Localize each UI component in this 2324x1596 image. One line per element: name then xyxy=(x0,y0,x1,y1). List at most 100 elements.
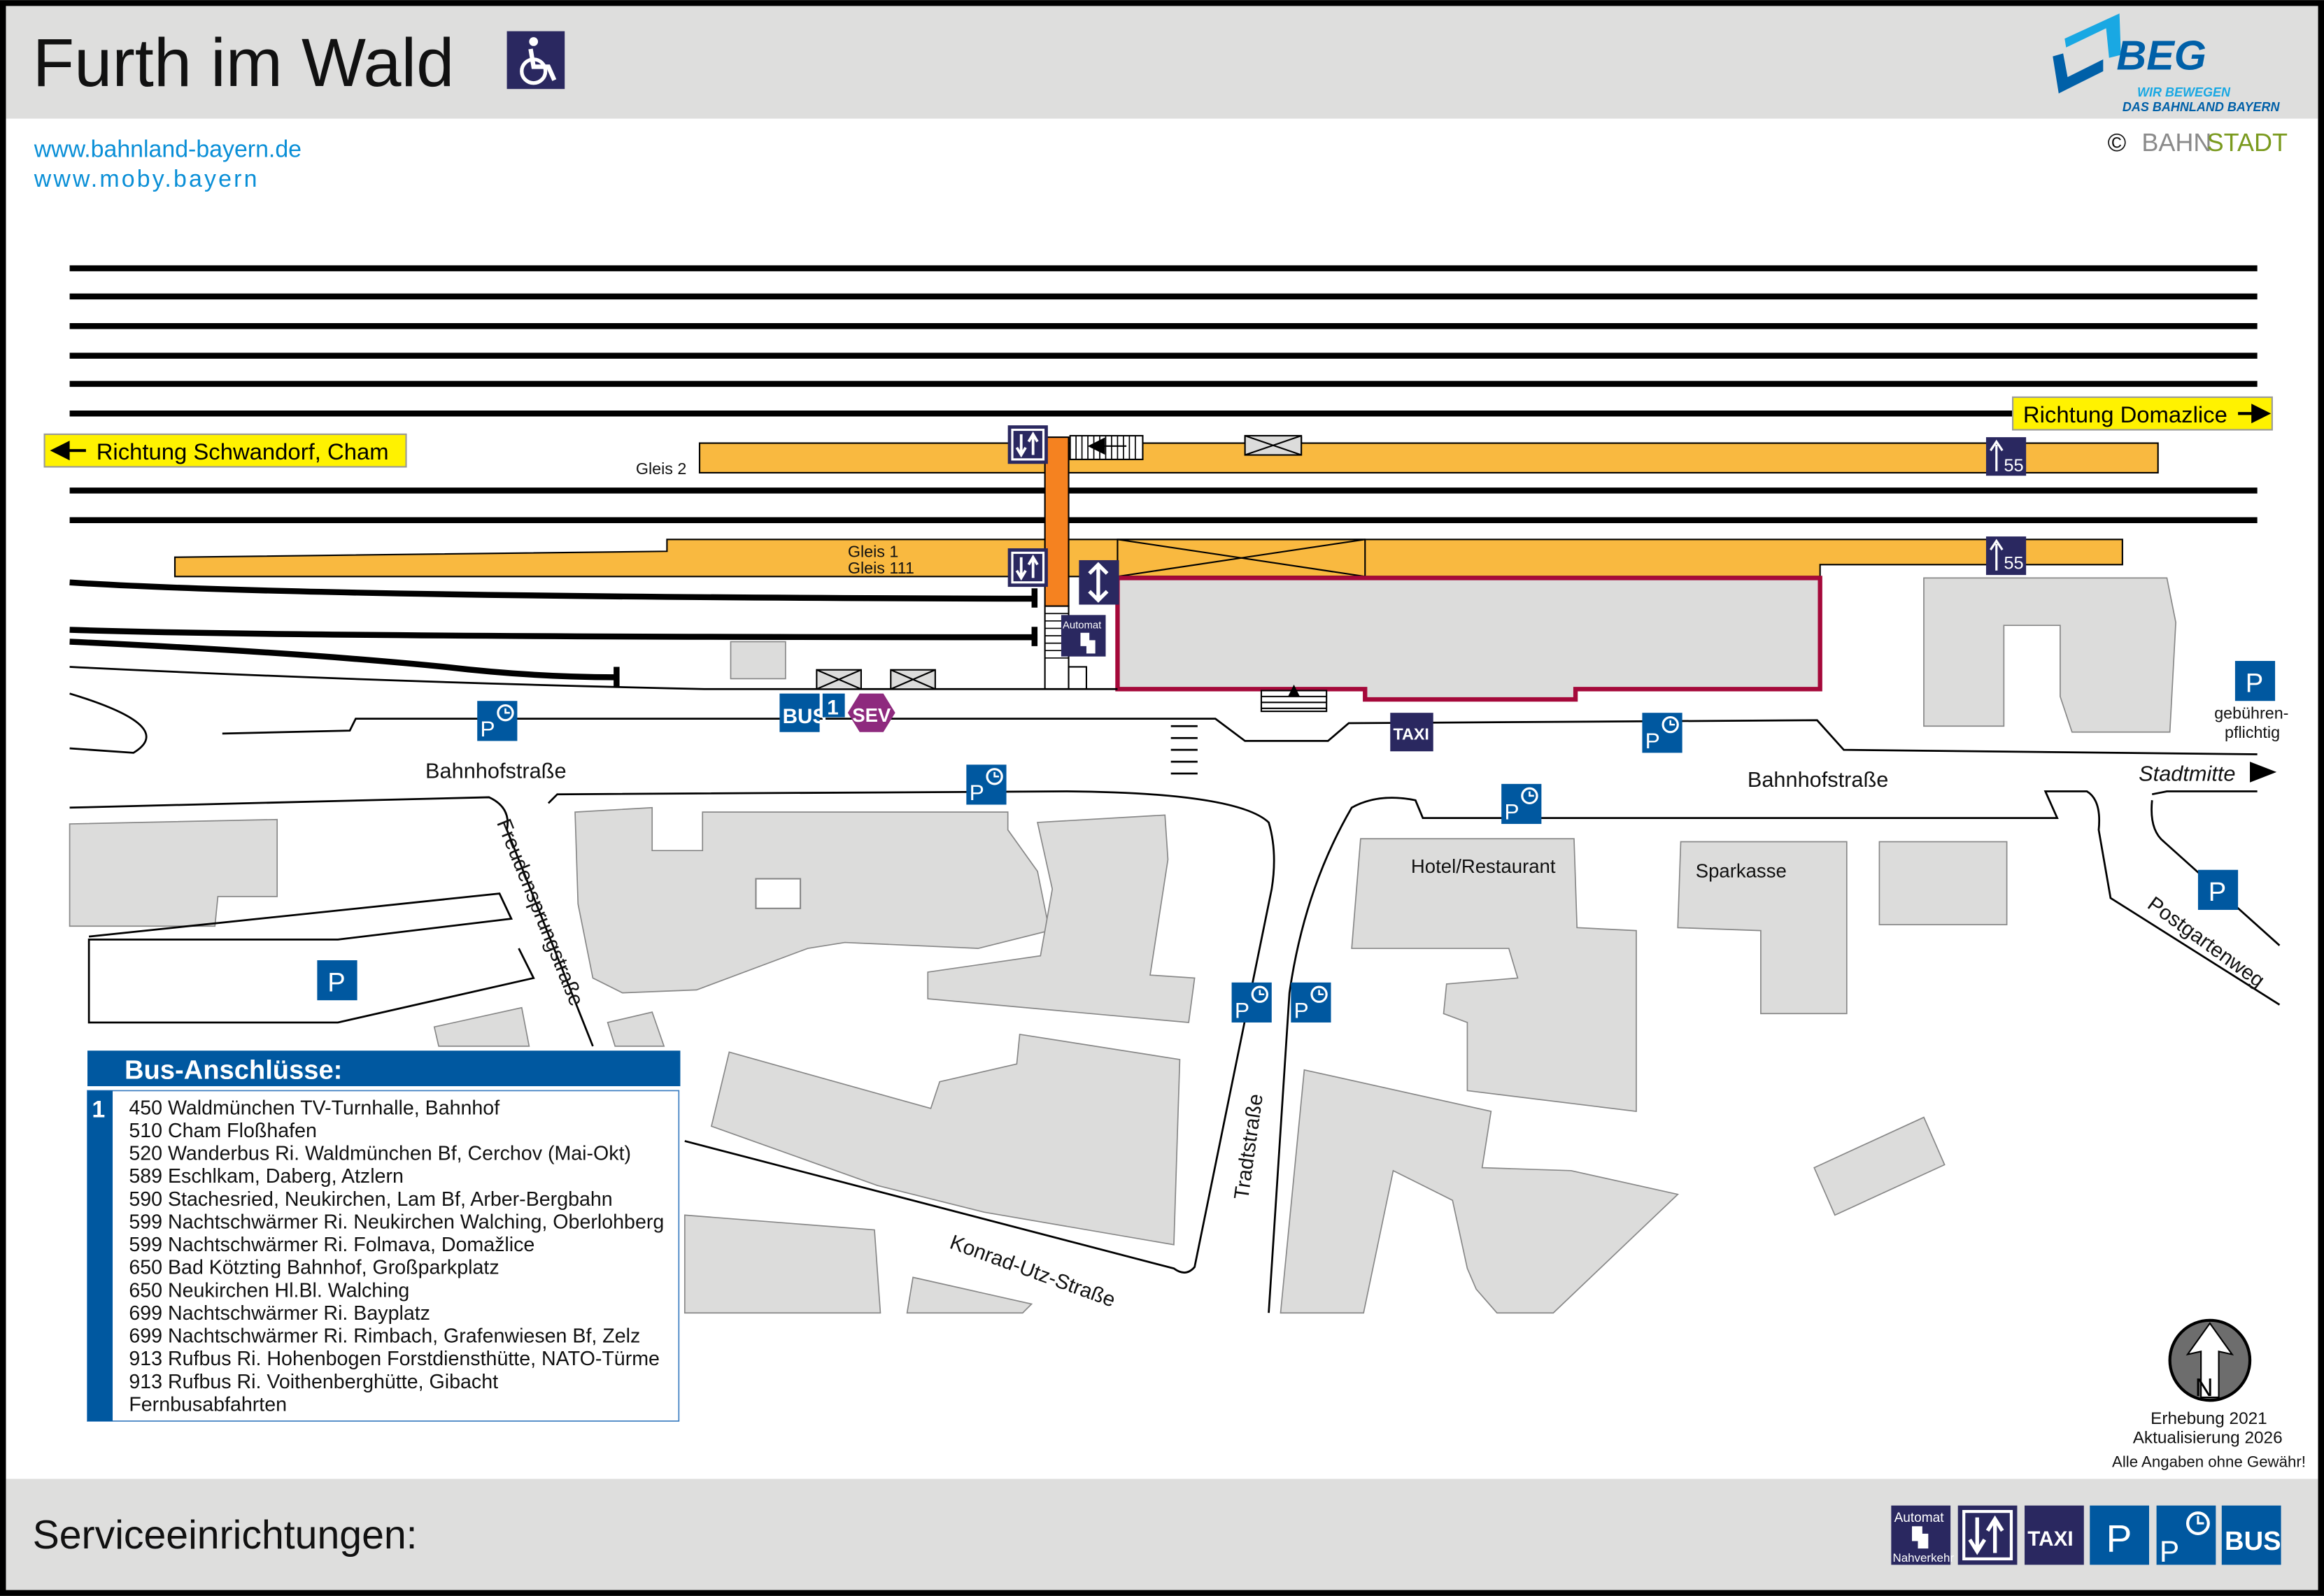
direction-east: Richtung Domazlice xyxy=(2012,396,2273,431)
ticket-machine-icon[interactable]: Automat xyxy=(1061,615,1106,657)
svg-text:P: P xyxy=(2246,669,2263,699)
header-band xyxy=(6,6,2318,119)
stairs-gleis-2 xyxy=(1069,434,1144,460)
bus-line-item: 450 Waldmünchen TV-Turnhalle, Bahnhof xyxy=(129,1097,499,1119)
survey-year: Erhebung 2021 xyxy=(2151,1409,2267,1428)
platform-height-badge: 55 xyxy=(1985,437,2027,476)
place-sparkasse: Sparkasse xyxy=(1696,860,1787,881)
parking-icon[interactable]: P xyxy=(2234,661,2276,701)
bus-connections-title: Bus-Anschlüsse: xyxy=(125,1055,342,1085)
svg-text:SEV: SEV xyxy=(852,704,891,726)
svg-text:Nahverkehr: Nahverkehr xyxy=(1892,1551,1954,1565)
bus-line-item: 510 Cham Floßhafen xyxy=(129,1120,317,1142)
svg-text:BUS: BUS xyxy=(2225,1526,2281,1556)
pedestrian-underpass xyxy=(1044,436,1070,607)
taxi-icon[interactable]: TAXI xyxy=(1390,713,1433,752)
parking-icon[interactable]: P xyxy=(2197,869,2239,910)
platform-gleis-2 xyxy=(698,436,2159,474)
svg-text:P: P xyxy=(327,967,345,997)
elevator-icon[interactable] xyxy=(1079,560,1119,605)
bus-line-item: 699 Nachtschwärmer Ri. Rimbach, Grafenwi… xyxy=(129,1325,640,1348)
direction-west: Richtung Schwandorf, Cham xyxy=(43,433,407,468)
bus-connections-panel: Bus-Anschlüsse: 1 450 Waldmünchen TV-Tur… xyxy=(87,1050,681,1422)
svg-text:P: P xyxy=(1645,728,1660,753)
place-hotel-restaurant: Hotel/Restaurant xyxy=(1411,855,1556,877)
svg-text:BUS: BUS xyxy=(783,705,827,728)
bus-line-item: 590 Stachesried, Neukirchen, Lam Bf, Arb… xyxy=(129,1188,612,1211)
railway-tracks xyxy=(69,265,2258,688)
bus-stop-number-label: 1 xyxy=(92,1097,105,1123)
bus-line-item: 913 Rufbus Ri. Hohenbogen Forstdiensthüt… xyxy=(129,1348,660,1370)
shelter-gleis-2 xyxy=(1244,434,1303,456)
disclaimer: Alle Angaben ohne Gewähr! xyxy=(2112,1453,2306,1471)
svg-text:TAXI: TAXI xyxy=(1394,725,1429,743)
legend-stairs xyxy=(1957,1505,2018,1565)
bus-stop-icon[interactable]: BUS xyxy=(779,693,827,732)
link-moby[interactable]: www.moby.bayern xyxy=(34,166,260,192)
svg-text:P: P xyxy=(2106,1516,2132,1560)
roads xyxy=(69,666,2281,1313)
bus-line-item: Fernbusabfahrten xyxy=(129,1393,287,1416)
legend-taxi: TAXI xyxy=(2025,1505,2084,1565)
stadtmitte-direction: Stadtmitte xyxy=(2139,762,2277,786)
svg-text:1: 1 xyxy=(827,696,839,719)
label-gleis-111: Gleis 111 xyxy=(848,559,914,577)
short-term-parking-icon[interactable]: P xyxy=(966,764,1007,805)
bus-line-item: 699 Nachtschwärmer Ri. Bayplatz xyxy=(129,1302,430,1325)
parking-note-line1: gebühren- xyxy=(2214,704,2288,722)
parking-note-line2: pflichtig xyxy=(2225,723,2280,741)
bus-line-item: 589 Eschlkam, Daberg, Atzlern xyxy=(129,1165,404,1188)
buildings xyxy=(69,577,2176,1314)
svg-text:P: P xyxy=(970,780,984,805)
svg-text:55: 55 xyxy=(2004,456,2023,476)
page-title: Furth im Wald xyxy=(33,24,455,101)
bahnstadt-part2: STADT xyxy=(2207,128,2288,157)
svg-text:TAXI: TAXI xyxy=(2027,1527,2073,1551)
street-bahnhofstrasse-east: Bahnhofstraße xyxy=(1748,767,1889,792)
legend-ticket-machine: Automat Nahverkehr xyxy=(1891,1505,1954,1565)
parking-icon[interactable]: P xyxy=(317,960,357,1001)
short-term-parking-icon[interactable]: P xyxy=(477,701,518,741)
copyright-symbol: © xyxy=(2108,128,2127,157)
legend-parking: P xyxy=(2090,1505,2150,1565)
short-term-parking-icon[interactable]: P xyxy=(1501,783,1542,825)
shelter xyxy=(816,669,862,690)
footer-title: Serviceeinrichtungen: xyxy=(33,1513,418,1558)
short-term-parking-icon[interactable]: P xyxy=(1231,982,1272,1023)
courtyard xyxy=(755,878,802,909)
bus-line-item: 913 Rufbus Ri. Voithenberghütte, Gibacht xyxy=(129,1371,498,1393)
platform-gleis-1 xyxy=(173,539,2123,578)
update-year: Aktualisierung 2026 xyxy=(2133,1429,2283,1448)
north-label: N xyxy=(2195,1373,2213,1402)
bus-line-item: 599 Nachtschwärmer Ri. Neukirchen Walchi… xyxy=(129,1211,664,1233)
label-gleis-2: Gleis 2 xyxy=(636,459,687,478)
beg-tagline-1: WIR BEWEGEN xyxy=(2137,85,2231,99)
bus-stop-number: 1 xyxy=(822,693,845,719)
stairs-icon[interactable] xyxy=(1007,548,1048,587)
label-gleis-1: Gleis 1 xyxy=(848,543,899,561)
svg-text:P: P xyxy=(480,716,495,741)
beg-logo: BEG WIR BEWEGEN DAS BAHNLAND BAYERN xyxy=(2053,13,2281,114)
svg-text:P: P xyxy=(2160,1535,2179,1568)
direction-west-label: Richtung Schwandorf, Cham xyxy=(97,439,389,464)
legend-short-term-parking: P xyxy=(2156,1505,2216,1568)
link-bahnland[interactable]: www.bahnland-bayern.de xyxy=(34,136,302,163)
bus-line-item: 520 Wanderbus Ri. Waldmünchen Bf, Cercho… xyxy=(129,1143,631,1165)
platform-height-badge: 55 xyxy=(1985,536,2027,576)
short-term-parking-icon[interactable]: P xyxy=(1642,713,1682,753)
svg-text:P: P xyxy=(1504,799,1519,825)
short-term-parking-icon[interactable]: P xyxy=(1291,982,1331,1023)
stairs-icon[interactable] xyxy=(1007,425,1048,464)
svg-text:55: 55 xyxy=(2004,554,2023,573)
station-entrance-stairs xyxy=(1260,684,1328,713)
shelter xyxy=(890,669,936,690)
sev-icon[interactable]: SEV xyxy=(847,693,895,732)
bus-line-item: 650 Bad Kötzting Bahnhof, Großparkplatz xyxy=(129,1257,499,1279)
svg-text:P: P xyxy=(1294,998,1309,1023)
street-bahnhofstrasse-west: Bahnhofstraße xyxy=(425,758,567,783)
bus-line-item: 599 Nachtschwärmer Ri. Folmava, Domažlic… xyxy=(129,1234,534,1256)
bus-lines-list: 450 Waldmünchen TV-Turnhalle, Bahnhof510… xyxy=(129,1097,664,1416)
stadtmitte-label: Stadtmitte xyxy=(2139,762,2235,786)
